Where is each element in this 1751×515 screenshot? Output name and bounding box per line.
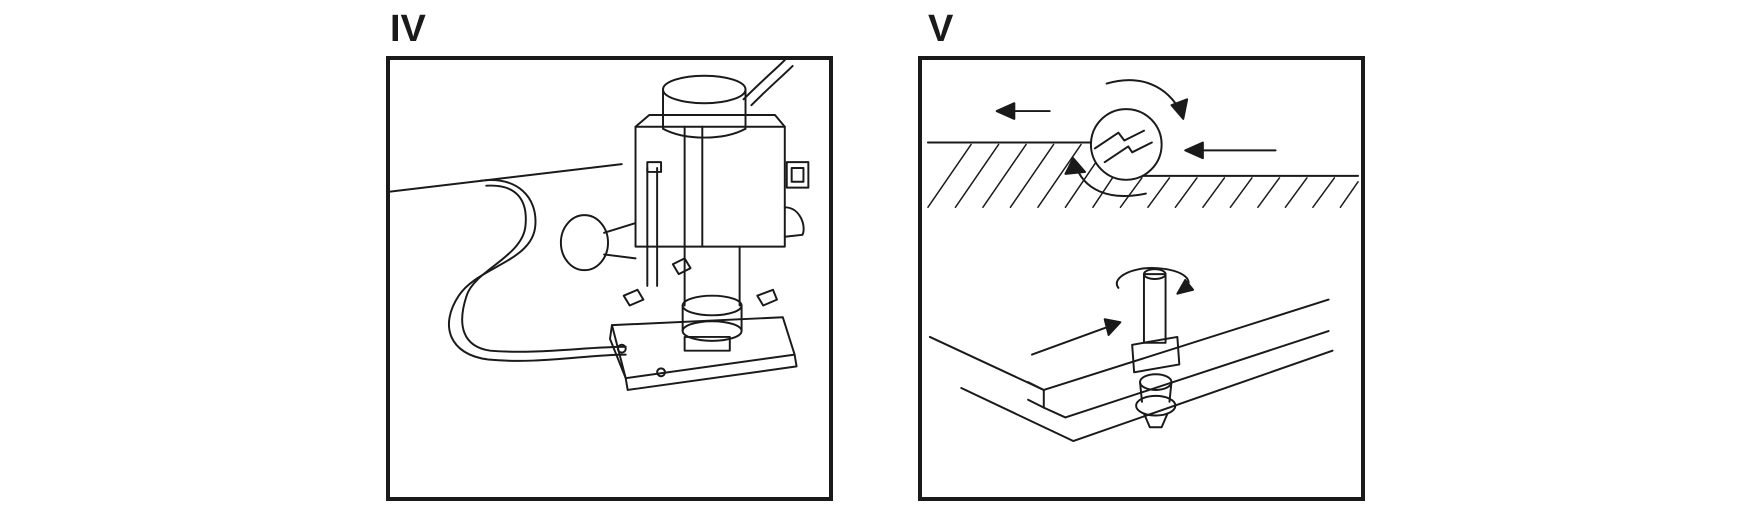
wing-nut-right (756, 288, 778, 307)
router-base (610, 316, 796, 380)
workpiece-hatching (927, 143, 1359, 209)
figure-label-v: V (928, 8, 954, 50)
cutting-direction-diagram (926, 79, 1360, 443)
wing-nut-center (671, 257, 692, 276)
panel-v-cutting-direction (918, 56, 1365, 501)
bit-bearing (1135, 394, 1177, 417)
handle-knob (559, 214, 610, 272)
router-illustration (390, 60, 810, 391)
panel-iv-router (386, 56, 833, 501)
router-bit-cutter (1131, 335, 1181, 374)
table-edge-line (390, 163, 623, 193)
bit-rotation-arrow (1115, 267, 1190, 291)
board-top-edge (928, 298, 1330, 391)
feed-arrow-lower (1031, 324, 1114, 356)
power-switch (785, 161, 810, 189)
motor-cap (662, 74, 747, 105)
router-bit-shank (1142, 273, 1167, 344)
router-body (634, 125, 786, 248)
board-bottom-edge (960, 349, 1334, 443)
figure-label-iv: IV (390, 8, 426, 50)
rotation-arrow-top (1105, 79, 1183, 115)
wing-nut-left (622, 288, 645, 307)
cutter-circle (1089, 108, 1163, 181)
power-cord (448, 179, 627, 362)
